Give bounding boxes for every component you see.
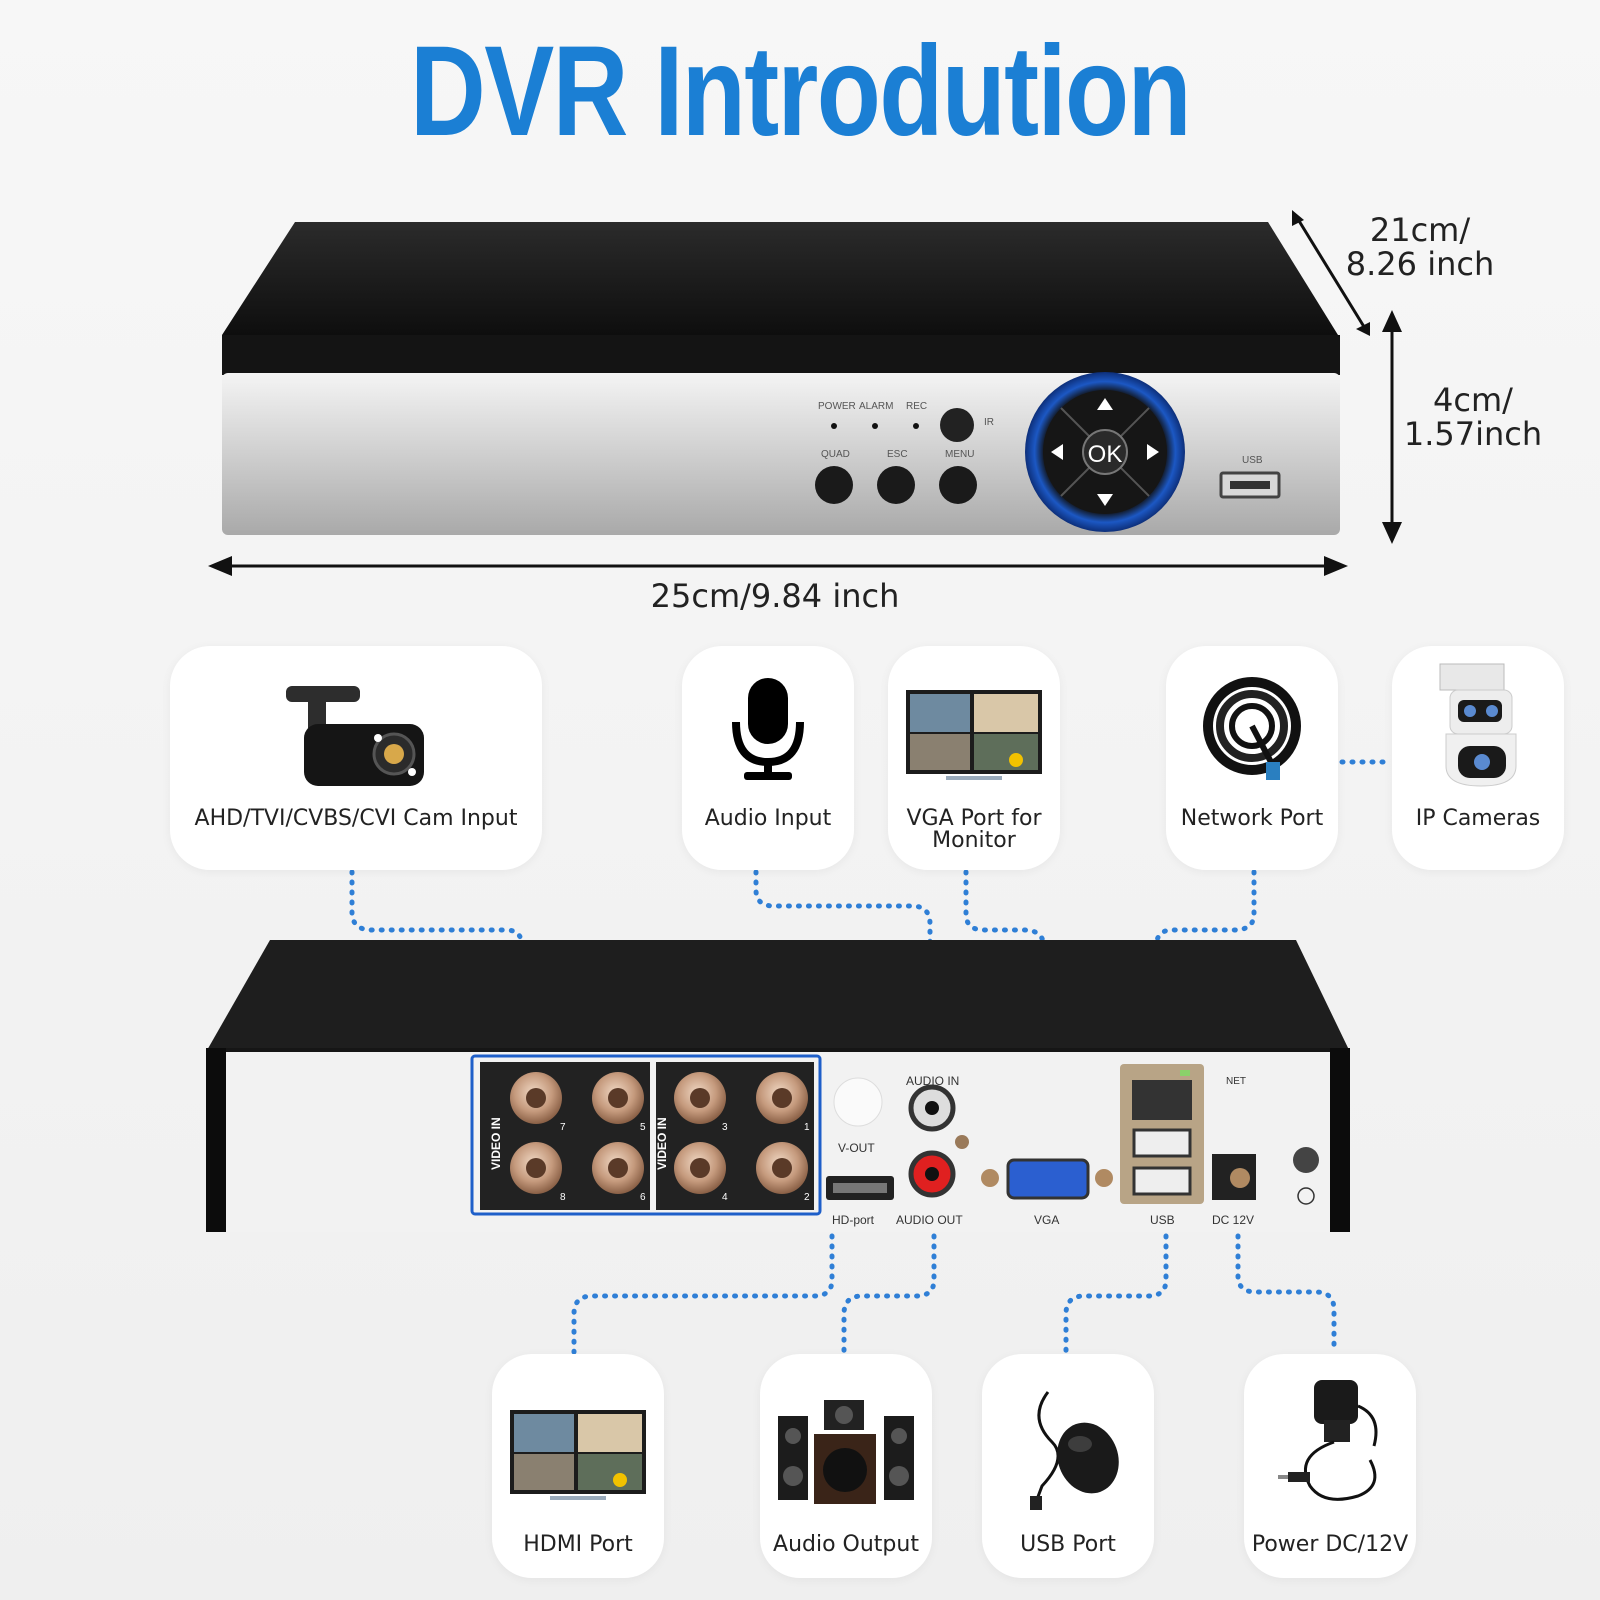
network-port-label: Network Port (1180, 806, 1324, 831)
dimension-arrows (208, 210, 1402, 576)
esc-label: ESC (887, 449, 908, 460)
ground-icon (1297, 1187, 1315, 1205)
card-usb: USB Port (982, 1354, 1154, 1578)
audio-input-label: Audio Input (704, 806, 832, 831)
usb-label: USB (1150, 1213, 1175, 1227)
height-dimension: 4cm/ 1.57inch (1403, 381, 1543, 453)
video-in-label-b: VIDEO IN (655, 1117, 669, 1170)
port-number: 6 (640, 1192, 646, 1203)
power-led-label: POWER (818, 401, 856, 412)
cam-input-label: AHD/TVI/CVBS/CVI Cam Input (194, 806, 518, 831)
quad-button[interactable] (815, 466, 853, 504)
net-label: NET (1226, 1076, 1246, 1087)
power-label: Power DC/12V (1251, 1532, 1409, 1557)
right-arrow-icon (1147, 444, 1159, 460)
menu-button[interactable] (939, 466, 977, 504)
depth-dimension: 21cm/ 8.26 inch (1345, 211, 1495, 283)
dc-12v-label: DC 12V (1212, 1213, 1254, 1227)
vga-label: VGA (1034, 1213, 1059, 1227)
vga-port[interactable] (1006, 1158, 1090, 1200)
card-cam-input: AHD/TVI/CVBS/CVI Cam Input (170, 646, 542, 870)
port-number: 1 (804, 1122, 810, 1133)
card-power: Power DC/12V (1244, 1354, 1416, 1578)
down-arrow-icon (1097, 494, 1113, 506)
port-number: 2 (804, 1192, 810, 1203)
port-number: 8 (560, 1192, 566, 1203)
hd-port-label: HD-port (832, 1213, 875, 1227)
menu-label: MENU (945, 449, 974, 460)
alarm-led-label: ALARM (859, 401, 893, 412)
card-audio-output: Audio Output (760, 1354, 932, 1578)
dvr-front-panel: POWER ALARM REC IR QUAD ESC MENU OK USB (815, 372, 1281, 532)
card-network: Network Port (1166, 646, 1338, 870)
card-hdmi: HDMI Port (492, 1354, 664, 1578)
vga-card-label: VGA Port for Monitor (906, 806, 1042, 853)
quad-label: QUAD (821, 449, 850, 460)
video-in-label-a: VIDEO IN (489, 1117, 503, 1170)
video-in-group (470, 1054, 822, 1216)
ip-cameras-label: IP Cameras (1415, 806, 1541, 831)
ip-camera-icon (1439, 663, 1517, 787)
usb-port-label: USB Port (1020, 1532, 1116, 1557)
card-audio-input: Audio Input (682, 646, 854, 870)
port-number: 4 (722, 1192, 728, 1203)
width-dimension: 25cm/9.84 inch (650, 577, 900, 615)
rear-usb-port-1[interactable] (1132, 1128, 1192, 1158)
ground-screw (1293, 1147, 1319, 1173)
card-ip-cameras: IP Cameras (1392, 646, 1564, 870)
audio-out-label: AUDIO OUT (896, 1213, 963, 1227)
monitor-icon (906, 690, 1042, 780)
ir-label: IR (984, 417, 994, 428)
mouse-icon (1030, 1391, 1119, 1510)
card-vga: VGA Port for Monitor (888, 646, 1060, 870)
up-arrow-icon (1097, 398, 1113, 410)
network-cable-icon (1203, 677, 1301, 780)
v-out-port[interactable] (833, 1077, 883, 1127)
front-usb-label: USB (1242, 455, 1263, 466)
speakers-icon (778, 1400, 914, 1504)
microphone-icon (732, 678, 804, 780)
audio-in-label: AUDIO IN (906, 1074, 959, 1088)
dpad[interactable]: OK (1025, 372, 1185, 532)
hdmi-port-label: HDMI Port (523, 1532, 633, 1557)
bnc-connectors[interactable] (510, 1072, 808, 1194)
ethernet-port[interactable] (1132, 1080, 1192, 1120)
port-number: 3 (722, 1122, 728, 1133)
monitor-icon (510, 1410, 646, 1500)
port-number: 7 (560, 1122, 566, 1133)
ir-sensor-icon (940, 408, 974, 442)
esc-button[interactable] (877, 466, 915, 504)
rec-led-label: REC (906, 401, 927, 412)
left-arrow-icon (1051, 444, 1063, 460)
v-out-label: V-OUT (838, 1141, 875, 1155)
audio-output-label: Audio Output (773, 1532, 919, 1557)
power-adapter-icon (1278, 1380, 1378, 1501)
port-number: 5 (640, 1122, 646, 1133)
bullet-camera-icon (286, 686, 424, 786)
ok-button[interactable]: OK (1088, 441, 1123, 468)
rear-usb-port-2[interactable] (1132, 1166, 1192, 1196)
page-title: DVR Introdution (410, 20, 1192, 163)
